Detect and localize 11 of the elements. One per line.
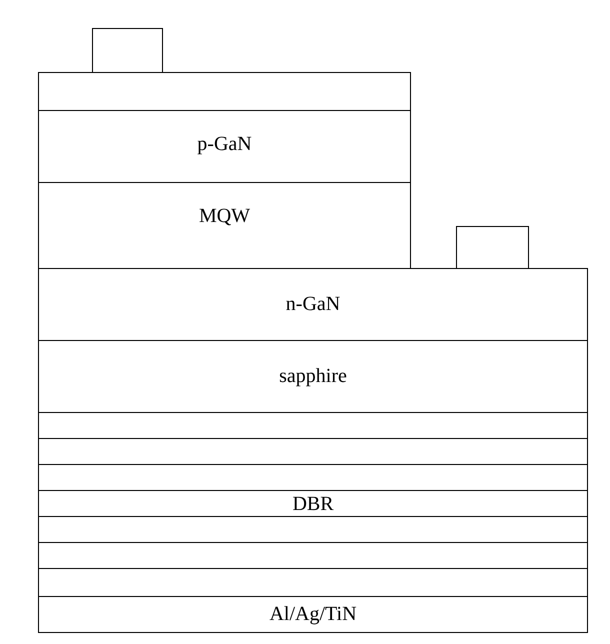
layer-box <box>38 182 411 269</box>
layer-label: Al/Ag/TiN <box>269 603 357 625</box>
dbr-stack <box>38 412 588 597</box>
layer-label: sapphire <box>279 365 347 387</box>
layer-box <box>38 72 411 111</box>
electrode-pad <box>456 226 529 269</box>
layer-box <box>38 110 411 183</box>
electrode-pad <box>92 28 163 73</box>
layer-box <box>38 596 588 633</box>
layer-box <box>38 340 588 413</box>
layer-box <box>38 268 588 341</box>
